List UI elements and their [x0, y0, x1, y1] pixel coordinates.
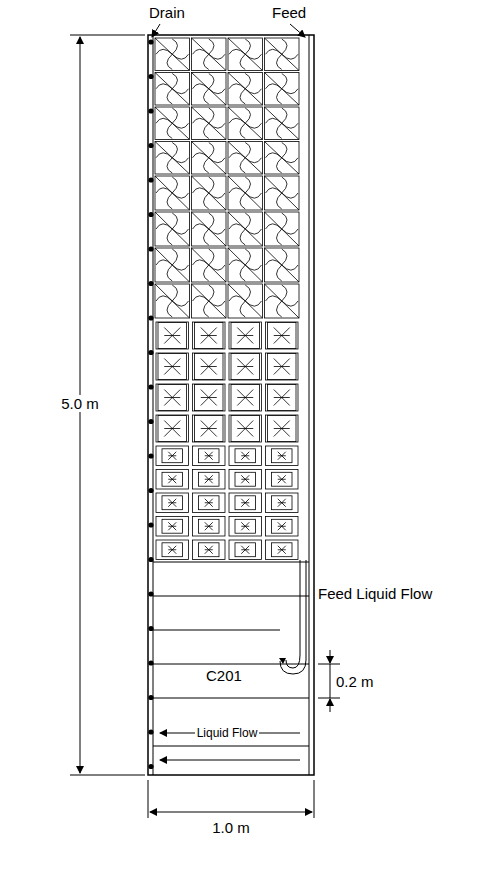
tray-lines [153, 562, 309, 746]
dimension: 5.0 m [59, 395, 101, 412]
flow-label: Feed Liquid Flow [318, 585, 432, 602]
column-tag: C201 [204, 667, 244, 684]
drain-label: Drain [149, 4, 185, 21]
dimension: 0.2 m [336, 673, 374, 690]
dimension: 1.0 m [212, 819, 250, 836]
flow-label: Liquid Flow [195, 725, 260, 742]
distillation-column: C201Liquid Flow [148, 35, 314, 775]
packing-pattern [155, 38, 299, 560]
drain-dots [148, 39, 153, 769]
feed-label: Feed [272, 4, 306, 21]
